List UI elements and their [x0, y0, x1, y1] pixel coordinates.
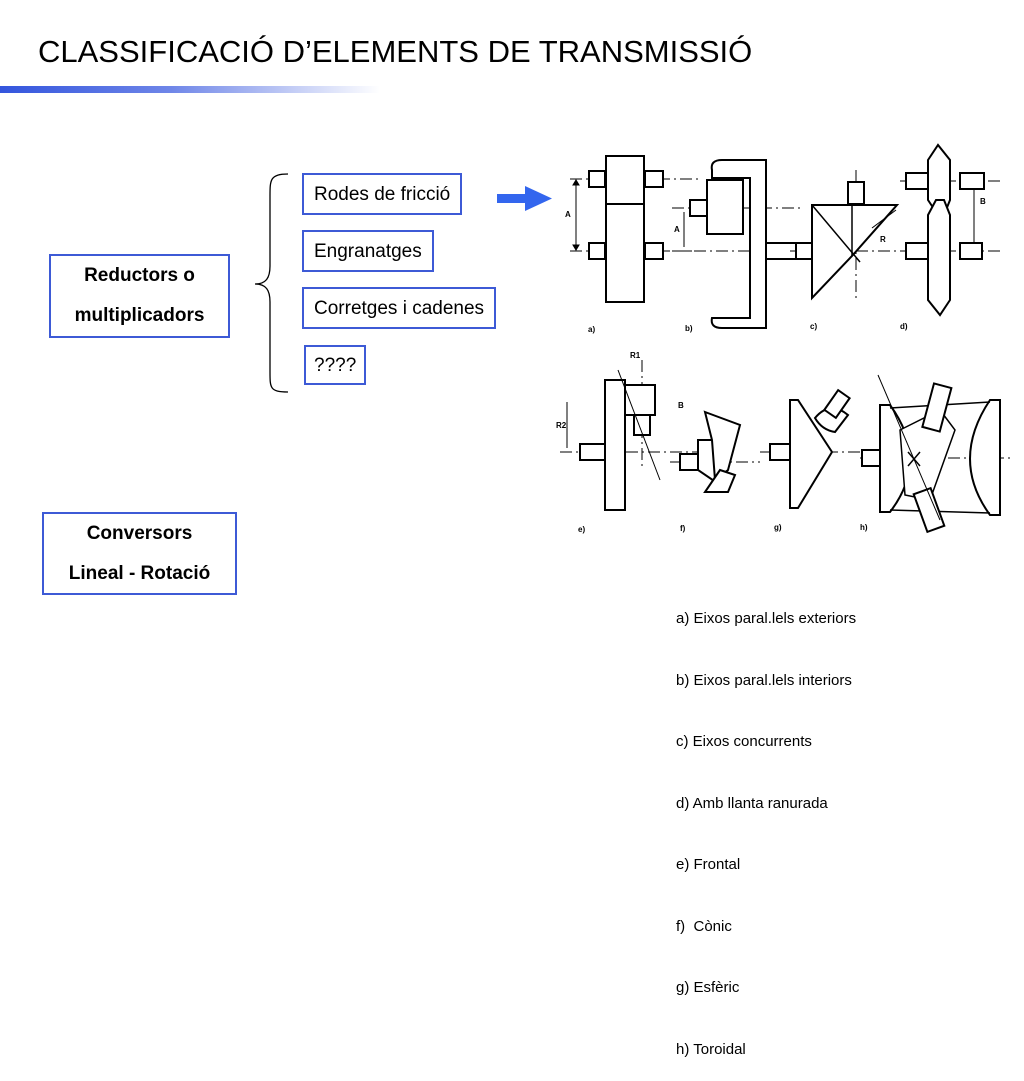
- figure-label-g: g): [774, 523, 782, 532]
- figure-g-spherical: [760, 388, 860, 509]
- legend-item-a: a) Eixos paral.lels exteriors: [676, 610, 857, 627]
- category-conversors: Conversors Lineal - Rotació: [42, 512, 237, 595]
- dimension-label-a-A: A: [565, 210, 571, 219]
- category-conversors-line1: Conversors: [86, 522, 193, 544]
- legend-item-b: b) Eixos paral.lels interiors: [676, 671, 852, 689]
- figure-label-h: h): [860, 523, 868, 532]
- legend-item-e: e) Frontal: [676, 856, 741, 873]
- figure-f-conical: [670, 410, 760, 493]
- legend-item-g: g) Esfèric: [676, 979, 740, 996]
- grouping-brace: [254, 173, 289, 393]
- arrow-icon: [497, 186, 552, 211]
- option-engranatges: Engranatges: [302, 230, 434, 272]
- category-reductors-line2: multiplicadors: [74, 305, 205, 326]
- dimension-label-e-R1: R1: [630, 351, 641, 360]
- option-unknown: ????: [304, 345, 367, 385]
- option-rodes-friccio: Rodes de fricció: [302, 173, 463, 215]
- dimension-label-b-A: A: [674, 225, 680, 234]
- legend-item-h: h) Toroidal: [676, 1040, 746, 1058]
- category-reductors: Reductors o multiplicadors: [49, 254, 230, 338]
- dimension-label-d-B: B: [980, 197, 986, 206]
- category-conversors-line2: Lineal - Rotació: [68, 562, 211, 584]
- title-underline-bar: [0, 86, 380, 93]
- figure-d-grooved-rim: [900, 143, 1000, 317]
- figure-a-external-parallel: [570, 155, 700, 303]
- figure-label-f: f): [680, 524, 686, 533]
- figure-label-e: e): [578, 525, 585, 534]
- legend-item-c: c) Eixos concurrents: [676, 733, 812, 750]
- dimension-label-e-R2: R2: [556, 421, 567, 430]
- dimension-label-c-R: R: [880, 235, 886, 244]
- diagram-legend: a) Eixos paral.lels exteriors b) Eixos p…: [676, 568, 856, 1081]
- slide-title: CLASSIFICACIÓ D’ELEMENTS DE TRANSMISSIÓ: [38, 34, 753, 69]
- figure-c-concurrent: [790, 170, 900, 301]
- diagram-layer: a) b) c) d) e) f) g) h) A A R B R1 R2 B: [254, 143, 1010, 534]
- figure-e-frontal: [560, 360, 700, 511]
- dimension-label-e-B: B: [678, 401, 684, 410]
- figure-b-internal-parallel: [672, 159, 800, 329]
- figure-label-d: d): [900, 322, 908, 331]
- figure-label-a: a): [588, 325, 595, 334]
- legend-item-d: d) Amb llanta ranurada: [676, 794, 828, 812]
- figure-label-c: c): [810, 322, 817, 331]
- option-corretges: Corretges i cadenes: [302, 287, 497, 329]
- figure-label-b: b): [685, 324, 693, 333]
- legend-item-f: f) Cònic: [676, 917, 732, 935]
- figure-h-toroidal: [860, 374, 1010, 534]
- category-reductors-line1: Reductors o: [84, 265, 195, 286]
